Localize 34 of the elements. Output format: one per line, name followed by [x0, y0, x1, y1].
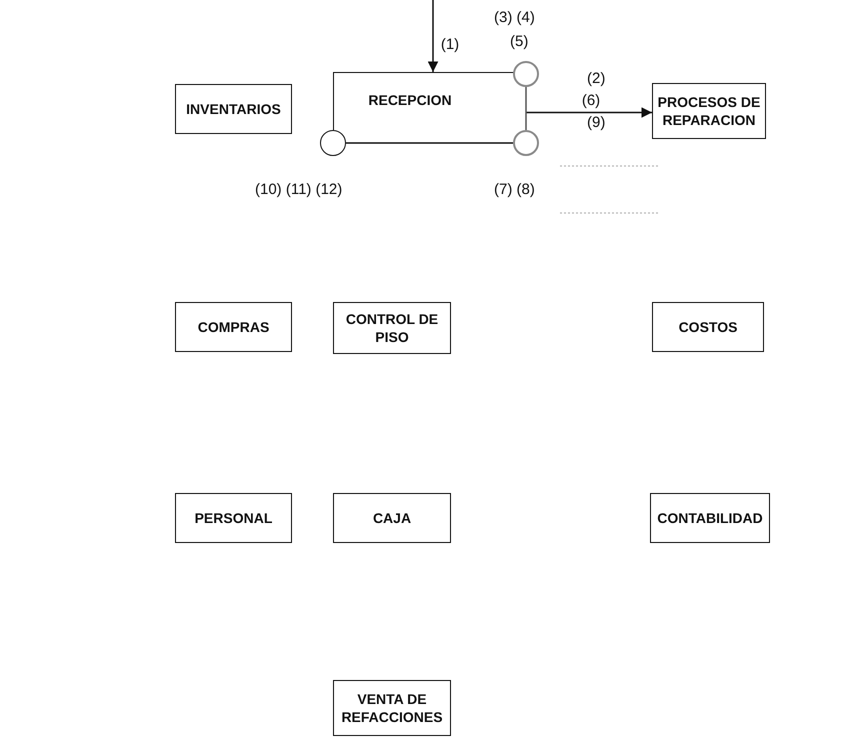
process-box — [333, 680, 451, 736]
process-box — [175, 493, 292, 543]
edge-label: (6) — [582, 92, 600, 110]
junction-circle — [320, 130, 346, 156]
box-label: PROCESOS DE REPARACION — [656, 93, 762, 129]
box-label: COSTOS — [678, 318, 738, 336]
connector-line — [525, 87, 527, 130]
box-label: INVENTARIOS — [186, 100, 281, 118]
box-label: COMPRAS — [198, 318, 270, 336]
box-label: CAJA — [372, 509, 412, 527]
process-box — [175, 84, 292, 134]
arrow — [526, 107, 652, 118]
junction-circle — [513, 61, 539, 87]
box-label: CONTROL DE PISO — [344, 310, 440, 346]
callout-number: (7) (8) — [494, 181, 535, 199]
callout-number: (9) — [587, 114, 606, 132]
connector-line — [346, 142, 513, 144]
callout-number: (3) (4) — [494, 9, 535, 27]
callout-number: (5) — [510, 33, 528, 51]
process-box — [333, 493, 451, 543]
callout-number: (10) (11) (12) — [255, 181, 342, 199]
box-label: CONTABILIDAD — [657, 509, 763, 527]
process-box — [650, 493, 770, 543]
process-box — [652, 302, 764, 352]
callout-number: (2) — [587, 70, 606, 88]
box-label: RECEPCION — [368, 91, 452, 109]
box-label: PERSONAL — [194, 509, 272, 527]
edge-label: (1) — [440, 36, 460, 54]
process-box — [333, 302, 451, 354]
arrow — [428, 0, 438, 72]
process-box — [175, 302, 292, 352]
process-box — [652, 83, 766, 139]
box-label: VENTA DE REFACCIONES — [340, 690, 444, 726]
junction-circle — [513, 130, 539, 156]
